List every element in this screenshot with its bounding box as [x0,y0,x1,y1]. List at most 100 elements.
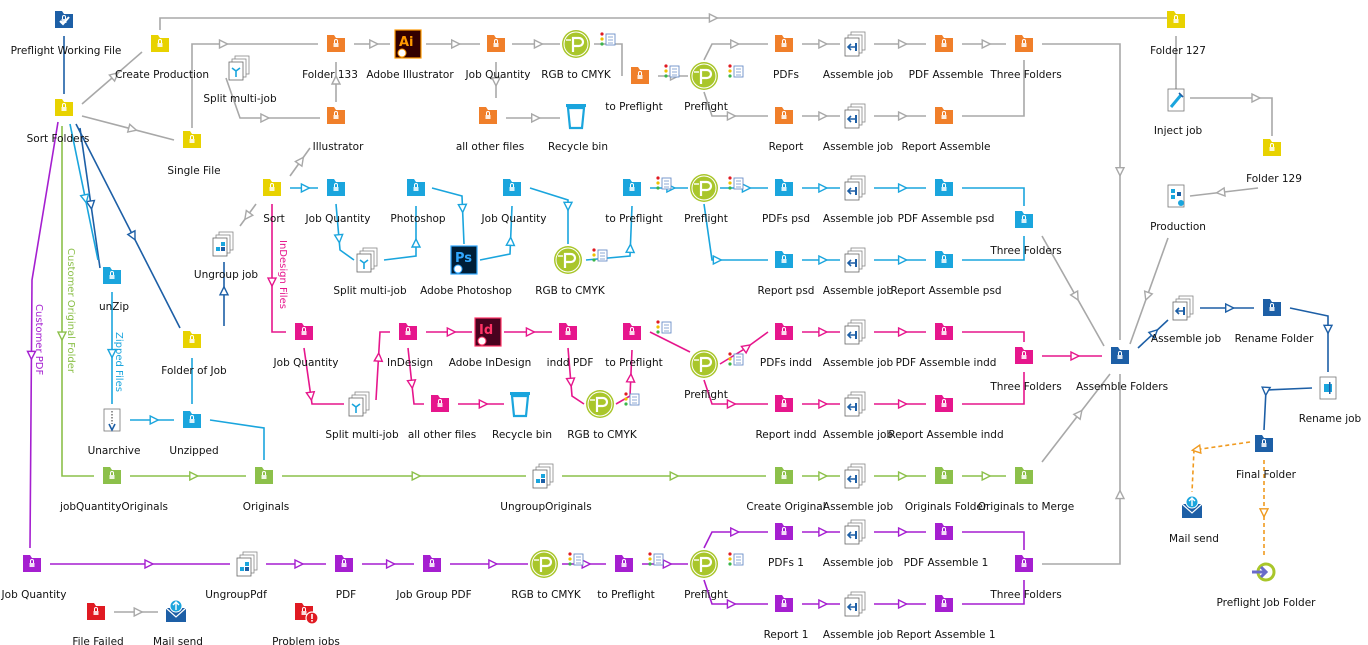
connection-8[interactable] [191,43,318,128]
node-sort[interactable]: Sort [263,179,285,225]
connection-92[interactable] [962,531,1025,550]
node-repp[interactable]: Report psd [758,251,815,297]
node-smj2[interactable]: Split multi-job [333,247,407,297]
connection-53[interactable] [1041,235,1105,347]
node-af[interactable]: Assemble Folders [1076,347,1168,393]
connection-3[interactable] [159,17,1176,30]
node-f127[interactable]: Folder 127 [1150,11,1206,57]
connection-52[interactable] [962,236,1025,261]
connection-40[interactable] [431,187,465,245]
connection-9[interactable] [225,77,320,119]
node-ff[interactable]: File Failed [72,603,124,645]
connection-41[interactable] [479,205,513,261]
node-pwf[interactable]: Preflight Working File [11,11,122,57]
connection-7[interactable] [1129,237,1169,345]
connection-2[interactable] [81,115,175,141]
node-ms1[interactable]: Mail send [1169,495,1219,545]
connection-46[interactable] [703,203,768,261]
node-rb1[interactable]: Recycle bin [548,104,608,153]
node-repi[interactable]: Report indd [755,395,817,441]
node-rep1[interactable]: Report 1 [764,595,809,641]
connection-30[interactable] [79,127,101,269]
node-otm[interactable]: Originals to Merge [978,467,1075,513]
node-unzip[interactable]: unZip [99,267,129,313]
node-jqp[interactable]: Job Quantity [1,555,67,601]
node-indes[interactable]: InDesign [387,323,433,369]
connection-58[interactable] [407,347,424,405]
node-tp2[interactable]: to Preflight [605,176,672,225]
connection-68[interactable] [962,331,1025,342]
node-pdfs[interactable]: PDFs [773,35,799,81]
node-ungo[interactable]: UngroupOriginals [500,463,592,513]
node-tf2[interactable]: Three Folders [989,211,1062,257]
node-renf[interactable]: Rename Folder [1235,299,1315,345]
node-smj1[interactable]: Split multi-job [203,55,277,105]
connection-56[interactable] [375,331,390,401]
node-repap[interactable]: Report Assemble psd [890,251,1002,297]
node-aj6[interactable]: Assemble job [823,391,894,441]
node-aj8[interactable]: Assemble job [823,463,894,513]
connection-25[interactable] [962,60,1025,117]
node-aj7[interactable]: Assemble job [1151,295,1222,345]
node-unarch[interactable]: Unarchive [88,408,141,457]
node-f129[interactable]: Folder 129 [1246,139,1302,185]
node-aj10[interactable]: Assemble job [823,591,894,641]
node-aj5[interactable]: Assemble job [823,319,894,369]
connection-96[interactable] [1042,374,1121,565]
node-pdfs1[interactable]: PDFs 1 [768,523,804,569]
connection-89[interactable] [703,579,768,605]
node-ungj[interactable]: Ungroup job [194,231,259,281]
connection-42[interactable] [529,187,569,244]
node-pjf[interactable]: Preflight Job Folder [1217,562,1317,609]
node-tp4[interactable]: to Preflight [597,552,664,601]
node-jqo[interactable]: jobQuantityOriginals [59,467,168,513]
node-foj[interactable]: Folder of Job [161,331,227,377]
node-pdfai[interactable]: PDF Assemble indd [896,323,997,369]
node-jq1[interactable]: Job Quantity [465,35,531,81]
node-aj1[interactable]: Assemble job [823,31,894,81]
node-rb2[interactable]: Recycle bin [492,392,552,441]
node-indd[interactable]: indd PDF [547,323,594,369]
node-pdfp[interactable]: PDF [335,555,356,601]
connection-63[interactable] [649,331,691,353]
node-ps[interactable]: Photoshop [390,179,446,225]
node-jgp[interactable]: Job Group PDF [395,555,472,601]
node-rgb1[interactable]: RGB to CMYK [541,30,616,81]
node-tf1[interactable]: Three Folders [989,35,1062,81]
node-renj[interactable]: Rename job [1299,376,1362,425]
node-repa[interactable]: Report Assemble [902,107,991,153]
connection-55[interactable] [303,347,344,405]
node-tf3[interactable]: Three Folders [989,347,1062,393]
node-tp1[interactable]: to Preflight [605,64,680,113]
node-pre2[interactable]: Preflight [684,174,744,225]
node-aj2[interactable]: Assemble job [823,103,894,153]
node-rgb4[interactable]: RGB to CMYK [511,550,584,601]
node-aj9[interactable]: Assemble job [823,519,894,569]
node-prod[interactable]: Production [1150,184,1206,233]
node-sf[interactable]: Sort Folders [27,99,90,145]
connection-80[interactable] [1041,373,1111,463]
connection-5[interactable] [1190,97,1273,136]
node-tf4[interactable]: Three Folders [989,555,1062,601]
node-finf[interactable]: Final Folder [1236,435,1297,481]
node-rgb3[interactable]: RGB to CMYK [567,390,640,441]
node-single[interactable]: Single File [167,131,221,177]
node-repa1[interactable]: Report Assemble 1 [896,595,996,641]
connection-95[interactable] [962,580,1025,605]
node-aof2[interactable]: all other files [408,395,476,441]
node-aj4[interactable]: Assemble job [823,247,894,297]
node-pre1[interactable]: Preflight [684,62,744,113]
node-rep[interactable]: Report [769,107,804,153]
connection-31[interactable] [75,123,181,329]
node-repai[interactable]: Report Assemble indd [888,395,1004,441]
node-aj3[interactable]: Assemble job [823,175,894,225]
node-pdfsi[interactable]: PDFs indd [760,323,812,369]
node-co[interactable]: Create Original [746,467,826,513]
node-pj[interactable]: Problem jobs [272,603,340,645]
connection-88[interactable] [703,531,768,549]
connection-26[interactable] [1042,43,1121,340]
node-jqc[interactable]: Job Quantity [305,179,371,225]
node-jqm[interactable]: Job Quantity [273,323,339,369]
